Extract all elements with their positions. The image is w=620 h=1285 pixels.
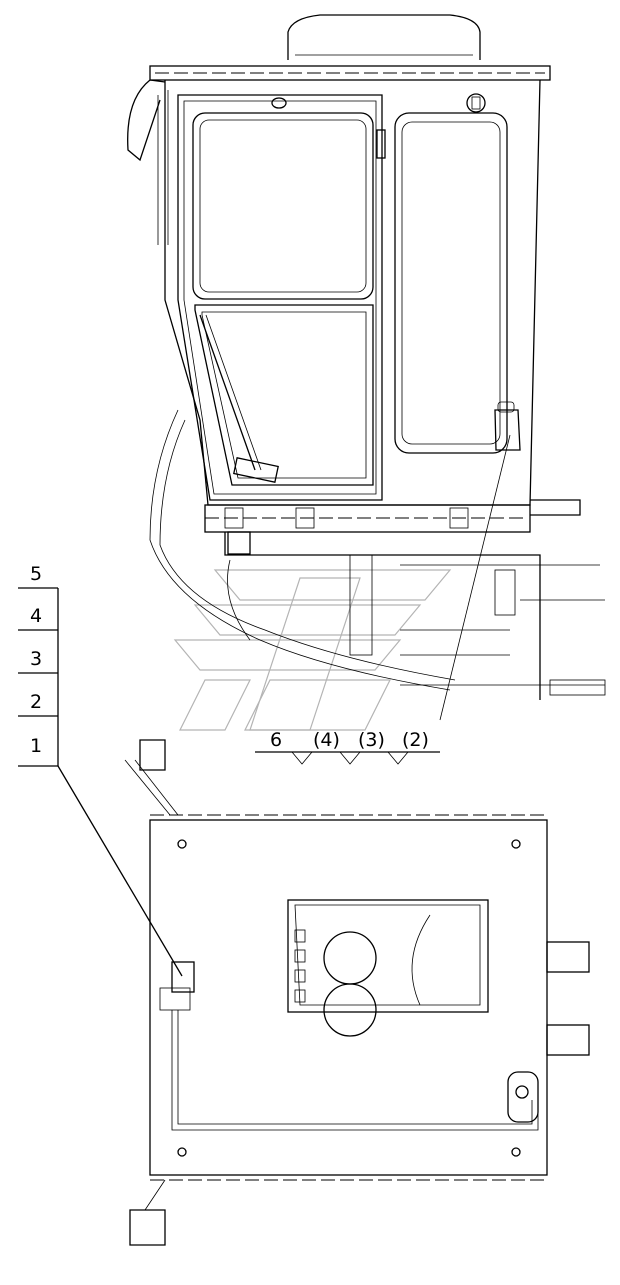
- door-handle: [233, 457, 279, 483]
- door-lock: [227, 531, 251, 555]
- blower-left: [323, 931, 377, 985]
- callout-3: 3: [30, 648, 42, 670]
- chassis-frame: [224, 532, 541, 700]
- cab-plan-view: [124, 739, 590, 1246]
- side-bracket-lower: [546, 1024, 590, 1056]
- corner-tank: [507, 1071, 539, 1123]
- callout-2: 2: [30, 691, 42, 713]
- side-bracket-upper: [546, 941, 590, 973]
- floor-plate: [149, 819, 548, 1176]
- leader-2: [439, 434, 511, 721]
- callout-table: 5 4 3 2 1: [18, 563, 183, 977]
- leader-1: [57, 765, 183, 977]
- cab-outline: [164, 79, 541, 506]
- callout-1: 1: [30, 735, 42, 757]
- mirror-top: [139, 739, 166, 771]
- watermark-logo: [173, 569, 452, 731]
- wiper-arm: [199, 314, 256, 471]
- door-hinge: [271, 97, 287, 109]
- callout-3-paren: (3): [358, 729, 385, 751]
- mirror-bottom: [129, 1209, 166, 1246]
- callout-4-paren: (4): [313, 729, 340, 751]
- upper-window: [192, 112, 374, 300]
- rear-window: [394, 112, 508, 454]
- cab-side-view: [127, 14, 606, 700]
- roof-plate: [149, 65, 551, 81]
- blower-right: [323, 983, 377, 1037]
- callout-6: 6: [270, 729, 282, 751]
- roof-air-conditioner: [287, 14, 481, 60]
- washer-bottle: [494, 409, 521, 451]
- rear-lamp: [466, 93, 486, 113]
- callout-4: 4: [30, 605, 42, 627]
- front-door: [177, 94, 383, 501]
- side-mirror: [127, 79, 166, 162]
- lower-window: [194, 304, 374, 486]
- callout-2-paren: (2): [402, 729, 429, 751]
- lower-callouts: 6 (4) (3) (2): [255, 434, 511, 765]
- hvac-unit: [287, 899, 489, 1013]
- cable-run: [171, 1010, 539, 1131]
- callout-5: 5: [30, 563, 42, 585]
- left-control: [171, 961, 195, 993]
